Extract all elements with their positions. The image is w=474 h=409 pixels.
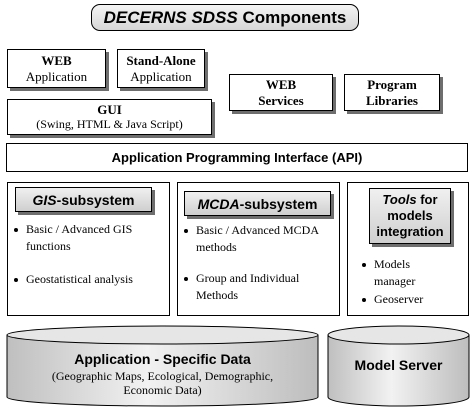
title-rest: Components — [237, 7, 347, 27]
api-label: Application Programming Interface (API) — [111, 150, 363, 165]
model-server-cylinder: Model Server — [327, 325, 470, 407]
app-data-sub2: Economic Data) — [123, 383, 202, 397]
tools-title-italic: Tools — [382, 192, 417, 207]
title-italic: DECERNS SDSS — [103, 7, 238, 27]
gis-title-rest: -subsystem — [56, 191, 135, 208]
standalone-line1: Stand-Alone — [126, 52, 196, 68]
web-services-line2: Services — [258, 92, 304, 108]
mcda-item-1: Basic / Advanced MCDA methods — [196, 223, 319, 254]
tools-title-line3: integration — [376, 224, 444, 239]
gis-item-1: Basic / Advanced GIS functions — [26, 222, 133, 253]
gis-item-2: Geostatistical analysis — [26, 272, 133, 286]
web-application-box: WEB Application — [7, 49, 106, 88]
tools-header: Tools for models integration — [369, 188, 451, 244]
list-item: Basic / Advanced GIS functions — [12, 221, 166, 255]
mcda-method-list: Basic / Advanced MCDA methods Group and … — [182, 222, 336, 304]
list-item: Basic / Advanced MCDA methods — [182, 222, 336, 256]
list-item: Geoserver — [360, 291, 460, 308]
tools-title-rest: for — [416, 192, 438, 207]
program-libraries-line2: Libraries — [366, 92, 418, 108]
tools-item-1: Models manager — [374, 257, 416, 288]
mcda-title-rest: -subsystem — [239, 195, 318, 212]
program-libraries-box: Program Libraries — [344, 74, 440, 111]
cylinder-shape — [327, 325, 470, 407]
mcda-item-2: Group and Individual Methods — [196, 271, 300, 302]
app-data-title: Application - Specific Data — [74, 351, 251, 367]
mcda-subsystem-header: MCDA-subsystem — [184, 191, 331, 216]
gui-title: GUI — [97, 102, 122, 117]
gis-title-italic: GIS — [32, 191, 57, 208]
standalone-application-box: Stand-Alone Application — [117, 49, 205, 88]
gui-subtitle: (Swing, HTML & Java Script) — [36, 117, 183, 131]
tools-list: Models manager Geoserver — [360, 256, 460, 308]
application-data-cylinder: Application - Specific Data (Geographic … — [6, 325, 319, 407]
program-libraries-line1: Program — [367, 76, 417, 92]
gui-box: GUI (Swing, HTML & Java Script) — [7, 99, 212, 135]
list-item: Models manager — [360, 256, 444, 290]
gis-function-list: Basic / Advanced GIS functions Geostatis… — [12, 221, 166, 288]
tools-title-line2: models — [387, 208, 433, 223]
web-services-line1: WEB — [265, 76, 297, 92]
list-item: Group and Individual Methods — [182, 270, 336, 304]
app-data-sub1: (Geographic Maps, Ecological, Demographi… — [51, 369, 274, 383]
web-application-line2: Application — [25, 68, 88, 84]
list-item: Geostatistical analysis — [12, 271, 166, 288]
api-box: Application Programming Interface (API) — [6, 143, 468, 172]
web-application-line1: WEB — [41, 52, 72, 68]
diagram-title: DECERNS SDSS Components — [91, 4, 359, 31]
model-server-label: Model Server — [354, 357, 443, 373]
gis-subsystem-header: GIS-subsystem — [15, 187, 152, 212]
web-services-box: WEB Services — [229, 74, 333, 111]
standalone-line2: Application — [130, 68, 192, 84]
cylinder-shape — [6, 325, 319, 407]
mcda-title-italic: MCDA — [197, 195, 240, 212]
tools-item-2: Geoserver — [374, 292, 424, 306]
